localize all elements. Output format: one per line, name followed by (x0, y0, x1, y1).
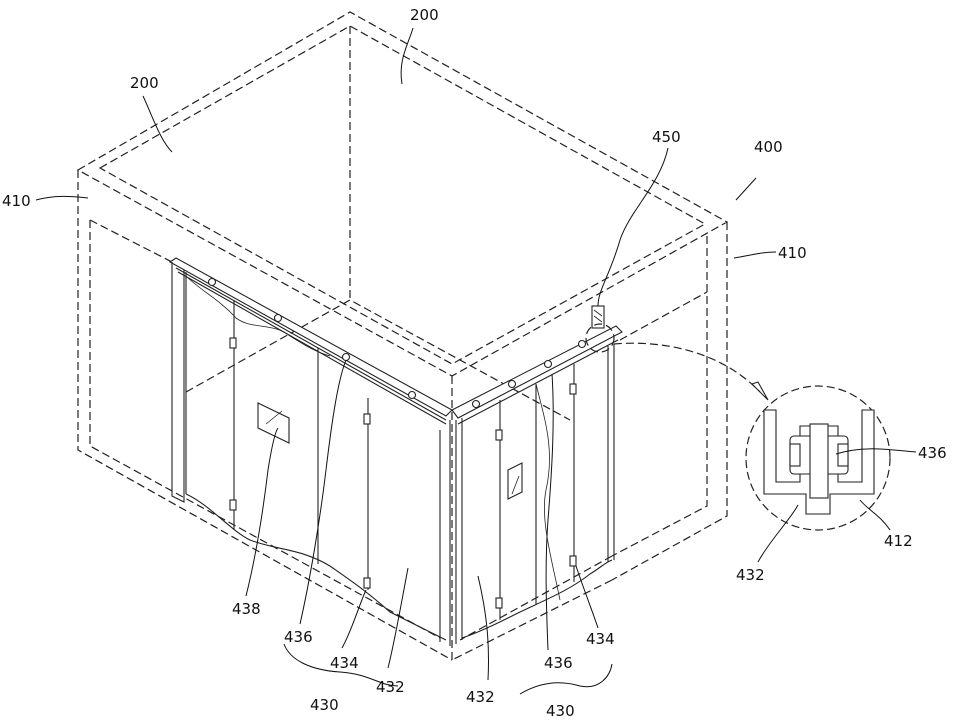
label-hinge-left: 436 (284, 628, 313, 646)
right-door-assembly (449, 305, 623, 646)
label-sensor: 450 (652, 128, 681, 146)
left-door-assembly (168, 257, 453, 642)
label-hinge-right: 436 (544, 654, 573, 672)
label-inset-roller: 436 (918, 444, 947, 462)
label-panel-right: 432 (466, 688, 495, 706)
label-assembly: 400 (754, 138, 783, 156)
label-group-left: 430 (310, 696, 339, 714)
leader-lines (35, 27, 917, 695)
label-wall-left: 410 (2, 192, 31, 210)
reference-numerals: 200 200 410 410 450 400 436 412 432 438 … (2, 6, 947, 720)
label-inset-rail: 412 (884, 532, 913, 550)
label-inset-panel: 432 (736, 566, 765, 584)
label-space-top: 200 (410, 6, 439, 24)
label-space-left: 200 (130, 74, 159, 92)
label-window: 438 (232, 600, 261, 618)
label-group-right: 430 (546, 702, 575, 720)
label-latch-left: 434 (330, 654, 359, 672)
room-enclosure (76, 11, 729, 661)
label-wall-right: 410 (778, 244, 807, 262)
detail-inset (613, 342, 891, 531)
label-panel-left: 432 (376, 678, 405, 696)
label-latch-right: 434 (586, 630, 615, 648)
